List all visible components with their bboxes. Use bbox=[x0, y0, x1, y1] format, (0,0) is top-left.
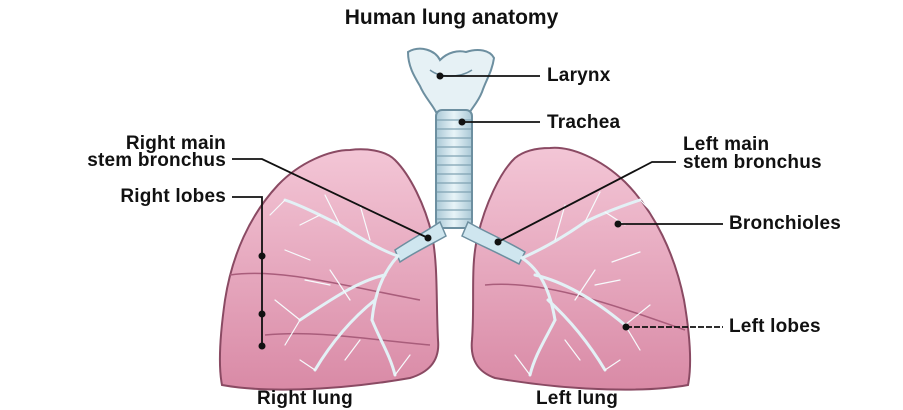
label-right-main-bronchus-line2: stem bronchus bbox=[10, 150, 226, 171]
label-larynx: Larynx bbox=[547, 65, 611, 86]
larynx-shape bbox=[408, 49, 494, 112]
label-right-lobes: Right lobes bbox=[20, 186, 226, 207]
label-right-lung: Right lung bbox=[257, 388, 353, 409]
right-lung-shape bbox=[220, 149, 438, 389]
label-left-lobes: Left lobes bbox=[729, 316, 821, 337]
label-left-lung: Left lung bbox=[536, 388, 618, 409]
label-bronchioles: Bronchioles bbox=[729, 213, 841, 234]
label-trachea: Trachea bbox=[547, 112, 620, 133]
label-left-main-bronchus-line2: stem bronchus bbox=[683, 152, 822, 173]
left-lung-shape bbox=[472, 148, 690, 390]
